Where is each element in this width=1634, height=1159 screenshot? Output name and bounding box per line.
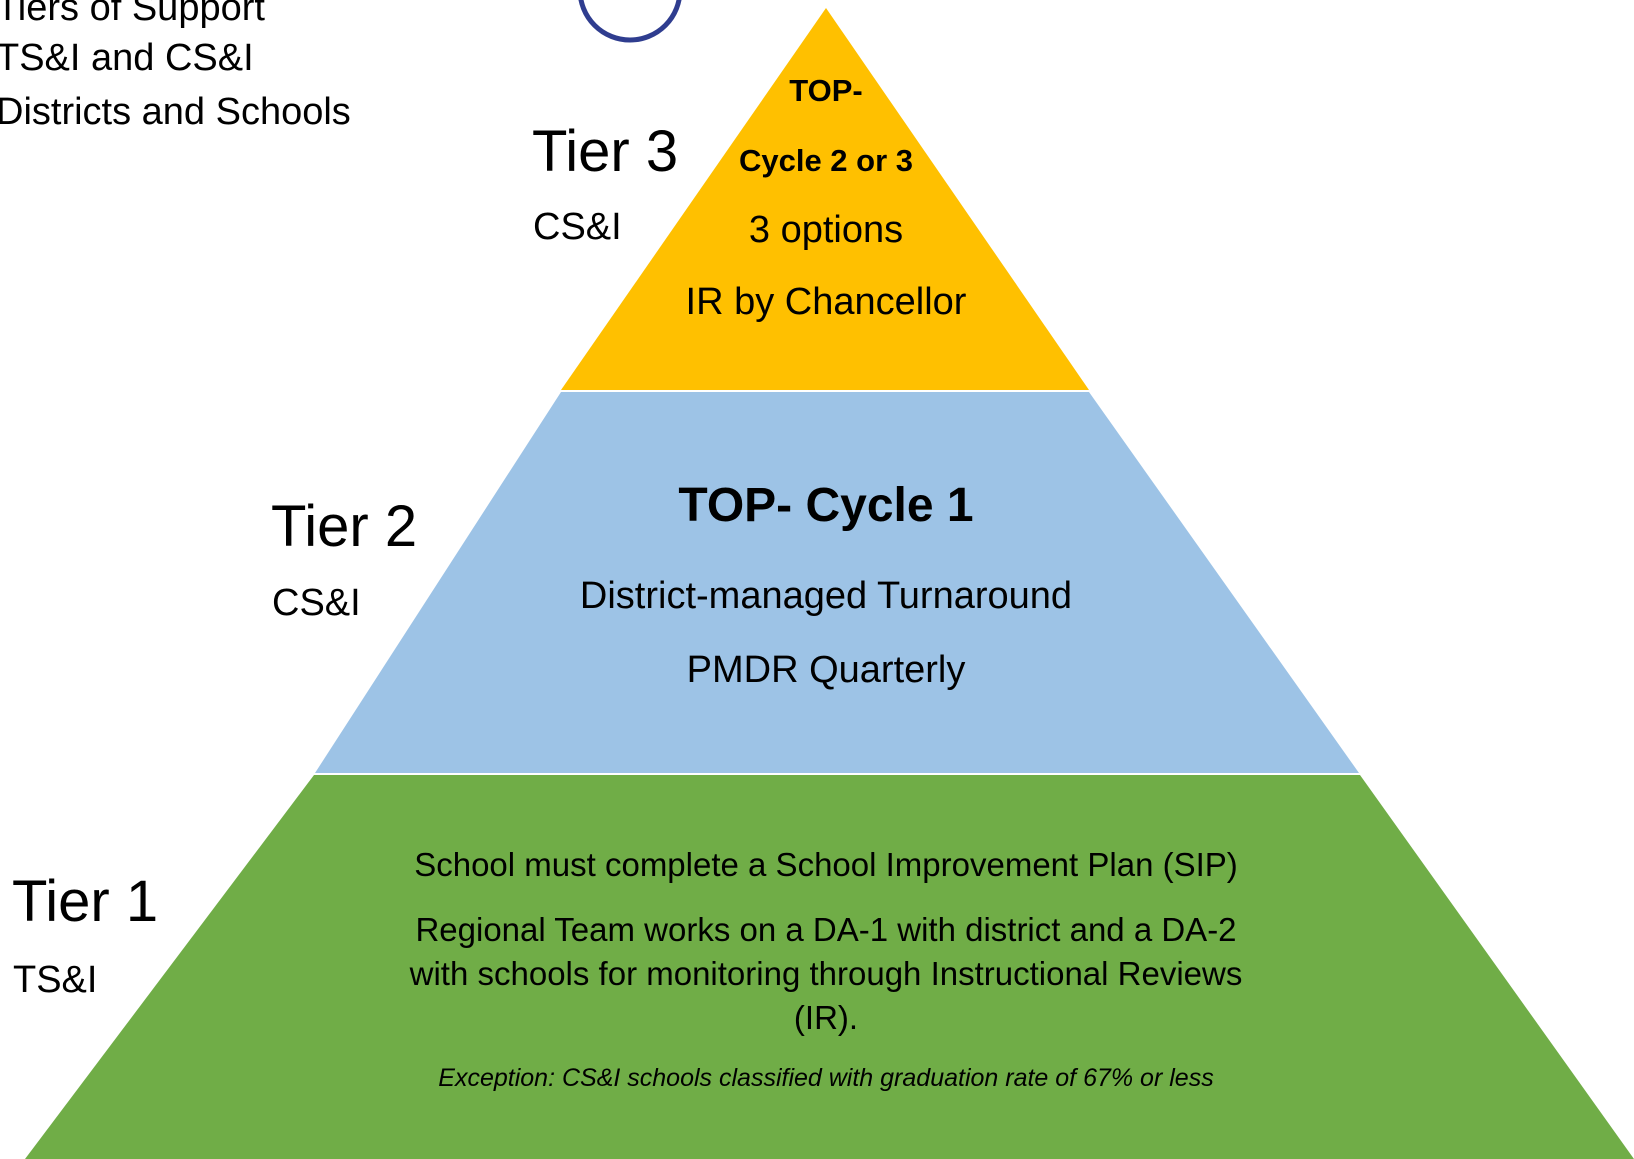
tier2-sub: CS&I xyxy=(272,582,361,624)
tier3-band xyxy=(561,8,1089,390)
heading-line-3: Districts and Schools xyxy=(0,91,351,133)
heading-line-1: Tiers of Support xyxy=(0,0,265,29)
tier1-regional-text-1: Regional Team works on a DA-1 with distr… xyxy=(415,911,1237,948)
tier2-pmdr-text: PMDR Quarterly xyxy=(686,649,966,691)
seal-logo xyxy=(578,0,682,43)
tier3-option-text: 3 options xyxy=(748,209,904,251)
tier3-ir-text: IR by Chancellor xyxy=(685,281,967,323)
tier1-label: Tier 1 xyxy=(12,869,159,934)
heading-line-2: TS&I and CS&I xyxy=(0,37,254,79)
tier3-title-line2: Cycle 2 or 3 xyxy=(738,143,914,178)
tier1-exception-text: Exception: CS&I schools classified with … xyxy=(438,1064,1214,1092)
tier3-label: Tier 3 xyxy=(532,119,679,184)
tier1-sub: TS&I xyxy=(13,959,98,1001)
tier1-regional-text-3: (IR). xyxy=(793,999,859,1036)
tier2-label: Tier 2 xyxy=(271,494,418,559)
tier1-regional-text-2: with schools for monitoring through Inst… xyxy=(409,955,1243,992)
tier3-title-line1: TOP- xyxy=(789,73,863,108)
tier1-band xyxy=(25,775,1634,1159)
tier1-sip-text: School must complete a School Improvemen… xyxy=(414,846,1238,883)
tier2-title: TOP- Cycle 1 xyxy=(678,479,974,532)
tier3-sub: CS&I xyxy=(533,206,622,248)
tier2-band xyxy=(315,392,1359,773)
tier2-turnaround-text: District-managed Turnaround xyxy=(579,575,1073,617)
